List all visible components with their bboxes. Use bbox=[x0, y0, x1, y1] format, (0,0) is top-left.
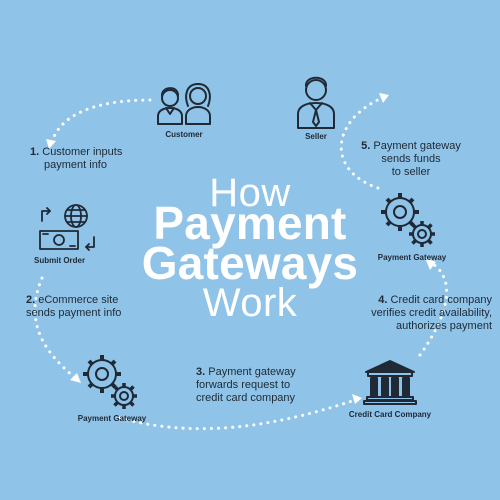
payment-gateway-right-node bbox=[378, 190, 442, 250]
seller-node bbox=[294, 70, 338, 130]
step-5-text: 5. Payment gateway sends funds to seller bbox=[361, 140, 461, 178]
customer-node bbox=[150, 76, 218, 130]
submit-order-node bbox=[36, 203, 100, 255]
gears-icon bbox=[83, 355, 137, 409]
arrowhead-3 bbox=[352, 394, 362, 404]
step-4-text: 4. Credit card company verifies credit a… bbox=[371, 294, 492, 332]
seller-person-icon bbox=[297, 76, 335, 129]
arrowhead-2 bbox=[70, 373, 81, 383]
gears-icon bbox=[381, 193, 435, 247]
seller-label: Seller bbox=[305, 132, 327, 141]
arrowhead-5 bbox=[379, 93, 389, 103]
flow-path-gateway-to-bank bbox=[118, 398, 357, 431]
title-line-work: Work bbox=[202, 281, 298, 325]
title-line-payment: Payment bbox=[153, 197, 347, 249]
step-2-text: 2. eCommerce site sends payment info bbox=[26, 294, 122, 319]
arrowhead-1 bbox=[46, 139, 56, 149]
arrow-icon bbox=[41, 210, 51, 222]
arrowhead-4 bbox=[425, 258, 436, 270]
step-1-text: 1. Customer inputs payment info bbox=[30, 146, 123, 171]
payment-gateway-left-node bbox=[80, 352, 144, 412]
bank-building-icon bbox=[363, 360, 417, 405]
credit-card-company-node bbox=[362, 358, 418, 406]
title-line-gateways: Gateways bbox=[141, 237, 359, 289]
credit-card-company-label: Credit Card Company bbox=[348, 410, 432, 419]
flow-path-submit-to-gateway bbox=[33, 276, 77, 380]
customer-couple-icon bbox=[157, 83, 211, 125]
flow-path-bank-to-gateway bbox=[418, 260, 449, 357]
payment-gateway-left-label: Payment Gateway bbox=[77, 414, 147, 423]
banknote-icon bbox=[39, 230, 79, 250]
step-3-text: 3. Payment gateway forwards request to c… bbox=[196, 366, 296, 404]
payment-gateway-right-label: Payment Gateway bbox=[377, 253, 447, 262]
customer-label: Customer bbox=[165, 130, 203, 139]
submit-order-icon bbox=[39, 204, 95, 251]
title-line-how: How bbox=[209, 171, 291, 215]
submit-order-label: Submit Order bbox=[34, 256, 86, 265]
flow-path-customer-to-submit bbox=[50, 98, 152, 144]
